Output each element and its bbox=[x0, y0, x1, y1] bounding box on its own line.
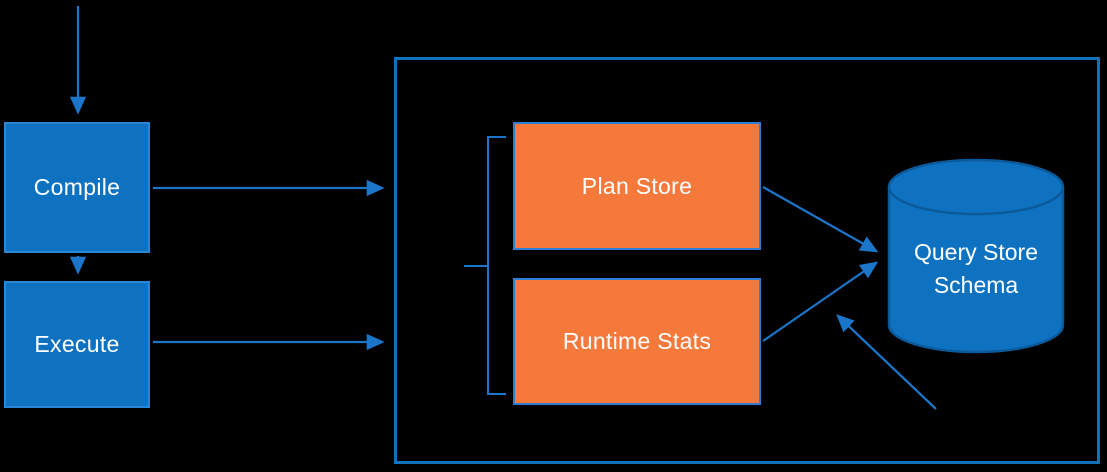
grouping-bracket bbox=[464, 136, 506, 395]
query-store-schema-label: Query Store Schema bbox=[914, 239, 1038, 298]
execute-label: Execute bbox=[34, 331, 120, 357]
plan-store-to-schema-arrow bbox=[762, 186, 879, 253]
runtime-stats-node: Runtime Stats bbox=[513, 278, 761, 405]
runtime-stats-label: Runtime Stats bbox=[562, 328, 712, 354]
compile-node: Compile bbox=[4, 122, 150, 253]
query-store-container bbox=[394, 57, 1100, 464]
database-cylinder-icon bbox=[887, 158, 1065, 354]
compile-label: Compile bbox=[33, 174, 121, 200]
plan-store-label: Plan Store bbox=[581, 172, 693, 199]
execute-node: Execute bbox=[4, 281, 150, 408]
runtime-stats-to-schema-arrow bbox=[762, 261, 879, 342]
feedback-arrow bbox=[836, 314, 937, 410]
plan-store-node: Plan Store bbox=[513, 122, 761, 250]
